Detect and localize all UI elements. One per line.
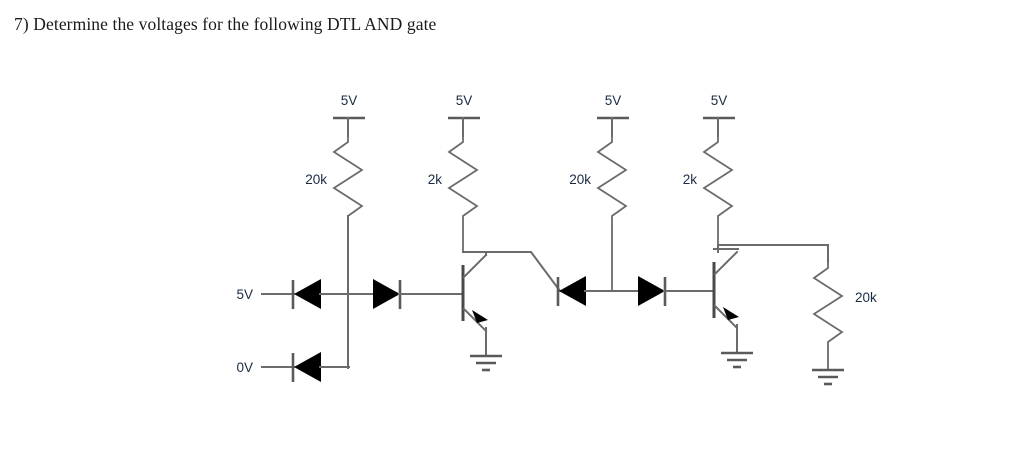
- q2-emitter-lead: [713, 304, 739, 330]
- r-collector-stage1-group: 2k: [428, 136, 479, 252]
- q2-group: [712, 245, 753, 369]
- gnd-q2: [721, 351, 753, 369]
- d-series-stage1-triangle: [373, 279, 400, 309]
- input-a-group: 5V: [236, 279, 376, 309]
- q2-emitter-arrow: [723, 307, 739, 320]
- r-collector-stage2-zigzag: [702, 136, 734, 246]
- r-output-load-group: 20k: [812, 262, 877, 370]
- rail-3-label: 5V: [605, 93, 622, 108]
- d-input-a-triangle: [294, 279, 321, 309]
- q1-group: [461, 251, 502, 372]
- q1-emitter-arrow: [472, 310, 488, 323]
- r-collector-stage1-label: 2k: [428, 172, 443, 187]
- d-interstage-triangle: [559, 276, 586, 306]
- rail-3-group: 5V: [597, 93, 629, 137]
- d-series-stage2-triangle: [638, 276, 665, 306]
- rail-4-group: 5V: [703, 93, 735, 137]
- d-series-stage2-group: [638, 276, 715, 306]
- r-collector-stage2-label: 2k: [683, 172, 698, 187]
- r-pullup-stage2-label: 20k: [569, 172, 591, 187]
- rail-4-label: 5V: [711, 93, 728, 108]
- d-interstage-group: [556, 276, 641, 306]
- question-text: 7) Determine the voltages for the follow…: [14, 14, 437, 34]
- output-node-wire: [717, 244, 829, 263]
- rail-2-label: 5V: [456, 93, 473, 108]
- rail-1-label: 5V: [341, 93, 358, 108]
- gnd-q1: [470, 354, 502, 372]
- r-output-load-label: 20k: [855, 290, 877, 305]
- q1-emitter-lead: [462, 307, 488, 333]
- q2-collector-lead: [713, 250, 739, 276]
- r-pullup-stage1-label: 20k: [305, 172, 327, 187]
- input-b-label: 0V: [236, 360, 253, 375]
- r-pullup-stage2-group: 20k: [569, 136, 628, 292]
- interstage-wire: [485, 251, 609, 292]
- input-a-label: 5V: [236, 287, 253, 302]
- d-series-stage1-group: [373, 279, 464, 309]
- r-output-load-zigzag: [812, 262, 844, 370]
- r-collector-stage1-zigzag: [447, 136, 479, 252]
- rail-1-group: 5V: [333, 93, 365, 137]
- d-input-b-triangle: [294, 352, 321, 382]
- gnd-output: [812, 368, 844, 386]
- r-pullup-stage1-group: 20k: [305, 136, 364, 297]
- r-pullup-stage2-zigzag: [596, 136, 628, 292]
- rail-2-group: 5V: [448, 93, 480, 137]
- r-pullup-stage1-zigzag: [332, 136, 364, 297]
- r-collector-stage2-group: 2k: [683, 136, 734, 246]
- input-b-group: 0V: [236, 352, 350, 382]
- q1-collector-lead: [462, 253, 488, 279]
